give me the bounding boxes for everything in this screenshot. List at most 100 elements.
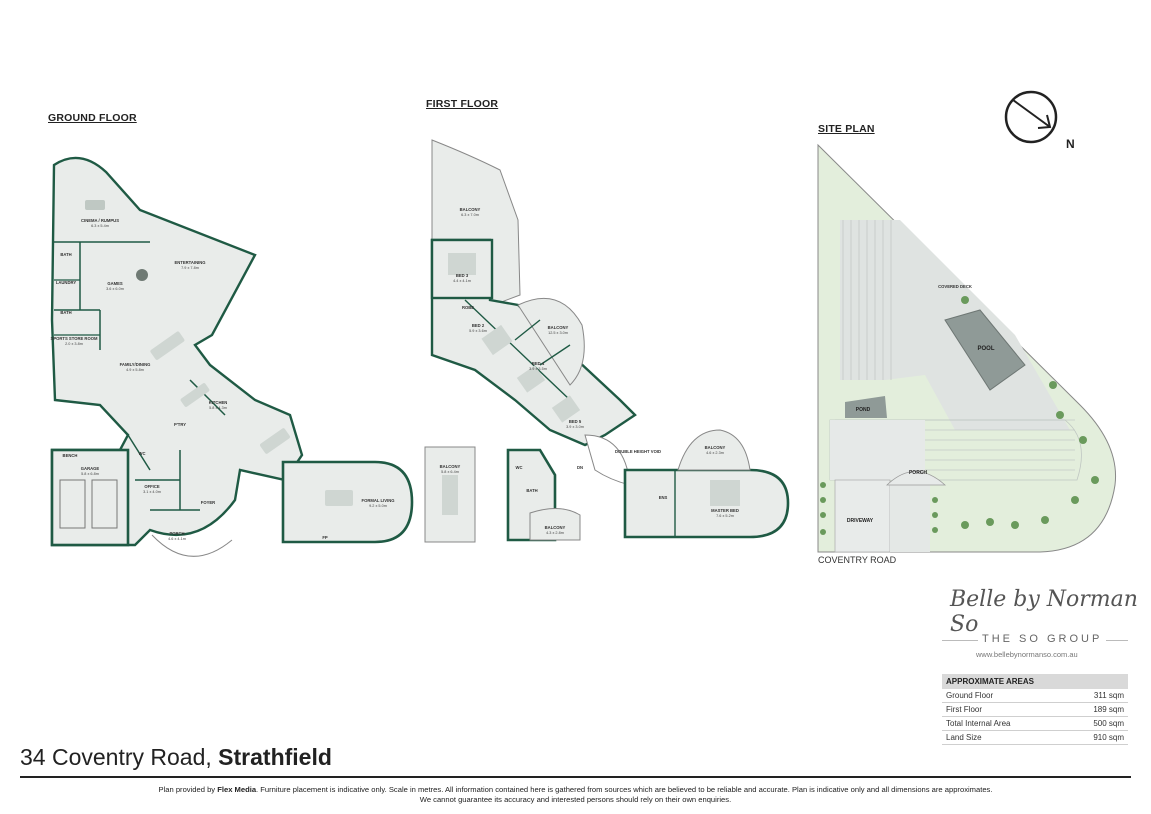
brand-name: THE SO GROUP [978, 633, 1107, 645]
room-sports-store-dim: 2.0 x 3.8m [65, 342, 83, 346]
area-label: Ground Floor [942, 689, 1064, 703]
room-games-dim: 3.6 x 6.0m [106, 287, 124, 291]
compass-north-label: N [1066, 137, 1075, 151]
room-master-bed: MASTER BED [711, 508, 739, 513]
north-compass-icon: N [1004, 90, 1075, 151]
room-family-dining: FAMILY/DINING [120, 362, 151, 367]
room-balcony-right-dim: 4.6 x 2.3m [706, 451, 724, 455]
room-office: OFFICE [144, 484, 160, 489]
room-bath-2: BATH [60, 310, 71, 315]
disclaimer-line-1: Plan provided by Flex Media. Furniture p… [0, 785, 1151, 795]
room-formal-living: FORMAL LIVING [362, 498, 395, 503]
room-office-dim: 3.1 x 4.0m [143, 490, 161, 494]
room-down-stair: DN [577, 465, 583, 470]
room-kitchen-dim: 5.8 x 4.3m [209, 406, 227, 410]
first-floor-plan: BALCONY 6.3 x 7.0m BED 3 4.4 x 4.1m ROBE… [424, 139, 790, 543]
room-bath-1: BATH [60, 252, 71, 257]
room-balcony-bottom: BALCONY [545, 525, 566, 530]
room-balcony-mid: BALCONY [548, 325, 569, 330]
address-street: 34 Coventry Road, [20, 744, 212, 770]
footer-divider [20, 776, 1131, 778]
room-bed-2: BED 2 [472, 323, 485, 328]
disclaimer-line-2: We cannot guarantee its accuracy and int… [419, 795, 732, 804]
room-bed-5: BED 5 [569, 419, 582, 424]
room-foyer: FOYER [201, 500, 215, 505]
room-bench: BENCH [63, 453, 78, 458]
room-porch-dim: 4.6 x 4.1m [168, 537, 186, 541]
room-bed-3: BED 3 [456, 273, 469, 278]
room-formal-living-dim: 9.2 x 5.0m [369, 504, 387, 508]
room-master-bed-dim: 7.6 x 5.2m [716, 514, 734, 518]
area-value: 189 sqm [1063, 702, 1128, 717]
room-bed-5-dim: 3.9 x 3.0m [566, 425, 584, 429]
area-label: Total Internal Area [942, 716, 1064, 731]
area-value: 500 sqm [1063, 716, 1128, 731]
ground-floor-title: GROUND FLOOR [48, 112, 137, 124]
room-sports-store: SPORTS STORE ROOM [51, 336, 98, 341]
disclaimer-prefix: Plan provided by [158, 785, 216, 794]
area-value: 311 sqm [1063, 689, 1128, 703]
room-entertaining-dim: 7.9 x 7.8m [181, 266, 199, 270]
room-garage: GARAGE [81, 466, 100, 471]
room-cinema-dim: 6.3 x 5.4m [91, 224, 109, 228]
room-family-dining-dim: 4.9 x 5.8m [126, 368, 144, 372]
brand-url: www.bellebynormanso.com.au [976, 650, 1078, 659]
room-bath-first: BATH [526, 488, 537, 493]
room-kitchen: KITCHEN [209, 400, 228, 405]
room-wc: WC [139, 451, 146, 456]
brand-script-logo: Belle by Norman So [950, 587, 1138, 637]
room-fireplace: FP [322, 535, 328, 540]
room-robe: ROBE [462, 305, 474, 310]
room-balcony-left: BALCONY [440, 464, 461, 469]
site-plan-title: SITE PLAN [818, 123, 875, 135]
site-porch: PORCH [909, 470, 927, 476]
room-bed-4-dim: 3.9 x 3.5m [529, 367, 547, 371]
room-balcony-mid-dim: 12.5 x 3.0m [548, 331, 568, 335]
site-pond: POND [856, 407, 871, 413]
first-floor-title: FIRST FLOOR [426, 98, 499, 110]
room-games: GAMES [107, 281, 123, 286]
room-balcony-right: BALCONY [705, 445, 726, 450]
room-garage-dim: 5.8 x 6.8m [81, 472, 99, 476]
site-plan-land [817, 143, 1117, 553]
ground-floor-labels: CINEMA / RUMPUS 6.3 x 5.4m ENTERTAINING … [51, 218, 395, 541]
room-balcony-left-dim: 5.8 x 6.4m [441, 470, 459, 474]
room-balcony-top-dim: 6.3 x 7.0m [461, 213, 479, 217]
room-pantry: P'TRY [174, 422, 186, 427]
room-laundry: LAUNDRY [56, 280, 77, 285]
site-covered-deck: COVERED DECK [938, 284, 972, 289]
site-road-label: COVENTRY ROAD [818, 555, 897, 565]
room-porch: PORCH [169, 531, 184, 536]
site-plan-labels: COVERED DECK POOL POND PORCH DRIVEWAY [847, 284, 995, 524]
room-ensuite: ENS [659, 495, 668, 500]
ground-floor-walls [50, 156, 414, 557]
area-value: 910 sqm [1063, 730, 1128, 745]
area-label: Land Size [942, 730, 1064, 745]
areas-header: APPROXIMATE AREAS [942, 674, 1128, 689]
disclaimer-provider: Flex Media [217, 785, 257, 794]
disclaimer: Plan provided by Flex Media. Furniture p… [0, 785, 1151, 805]
room-bed-2-dim: 5.9 x 3.6m [469, 329, 487, 333]
room-cinema: CINEMA / RUMPUS [81, 218, 119, 223]
site-plan: COVERED DECK POOL POND PORCH DRIVEWAY [817, 143, 1117, 553]
room-balcony-top: BALCONY [460, 207, 481, 212]
disclaimer-text: . Furniture placement is indicative only… [256, 785, 993, 794]
site-pool: POOL [977, 346, 994, 352]
room-bed-3-dim: 4.4 x 4.1m [453, 279, 471, 283]
first-floor-labels: BALCONY 6.3 x 7.0m BED 3 4.4 x 4.1m ROBE… [440, 207, 739, 535]
site-plan-trees [820, 296, 1099, 535]
room-wc-first: WC [516, 465, 523, 470]
site-driveway: DRIVEWAY [847, 518, 874, 524]
first-floor-walls [424, 139, 790, 543]
property-address: 34 Coventry Road, Strathfield [20, 744, 332, 771]
room-entertaining: ENTERTAINING [174, 260, 205, 265]
room-balcony-bottom-dim: 4.3 x 2.8m [546, 531, 564, 535]
room-double-height-void: DOUBLE HEIGHT VOID [615, 449, 661, 454]
ground-floor-plan: CINEMA / RUMPUS 6.3 x 5.4m ENTERTAINING … [50, 156, 414, 557]
room-bed-4: BED 4 [532, 361, 545, 366]
